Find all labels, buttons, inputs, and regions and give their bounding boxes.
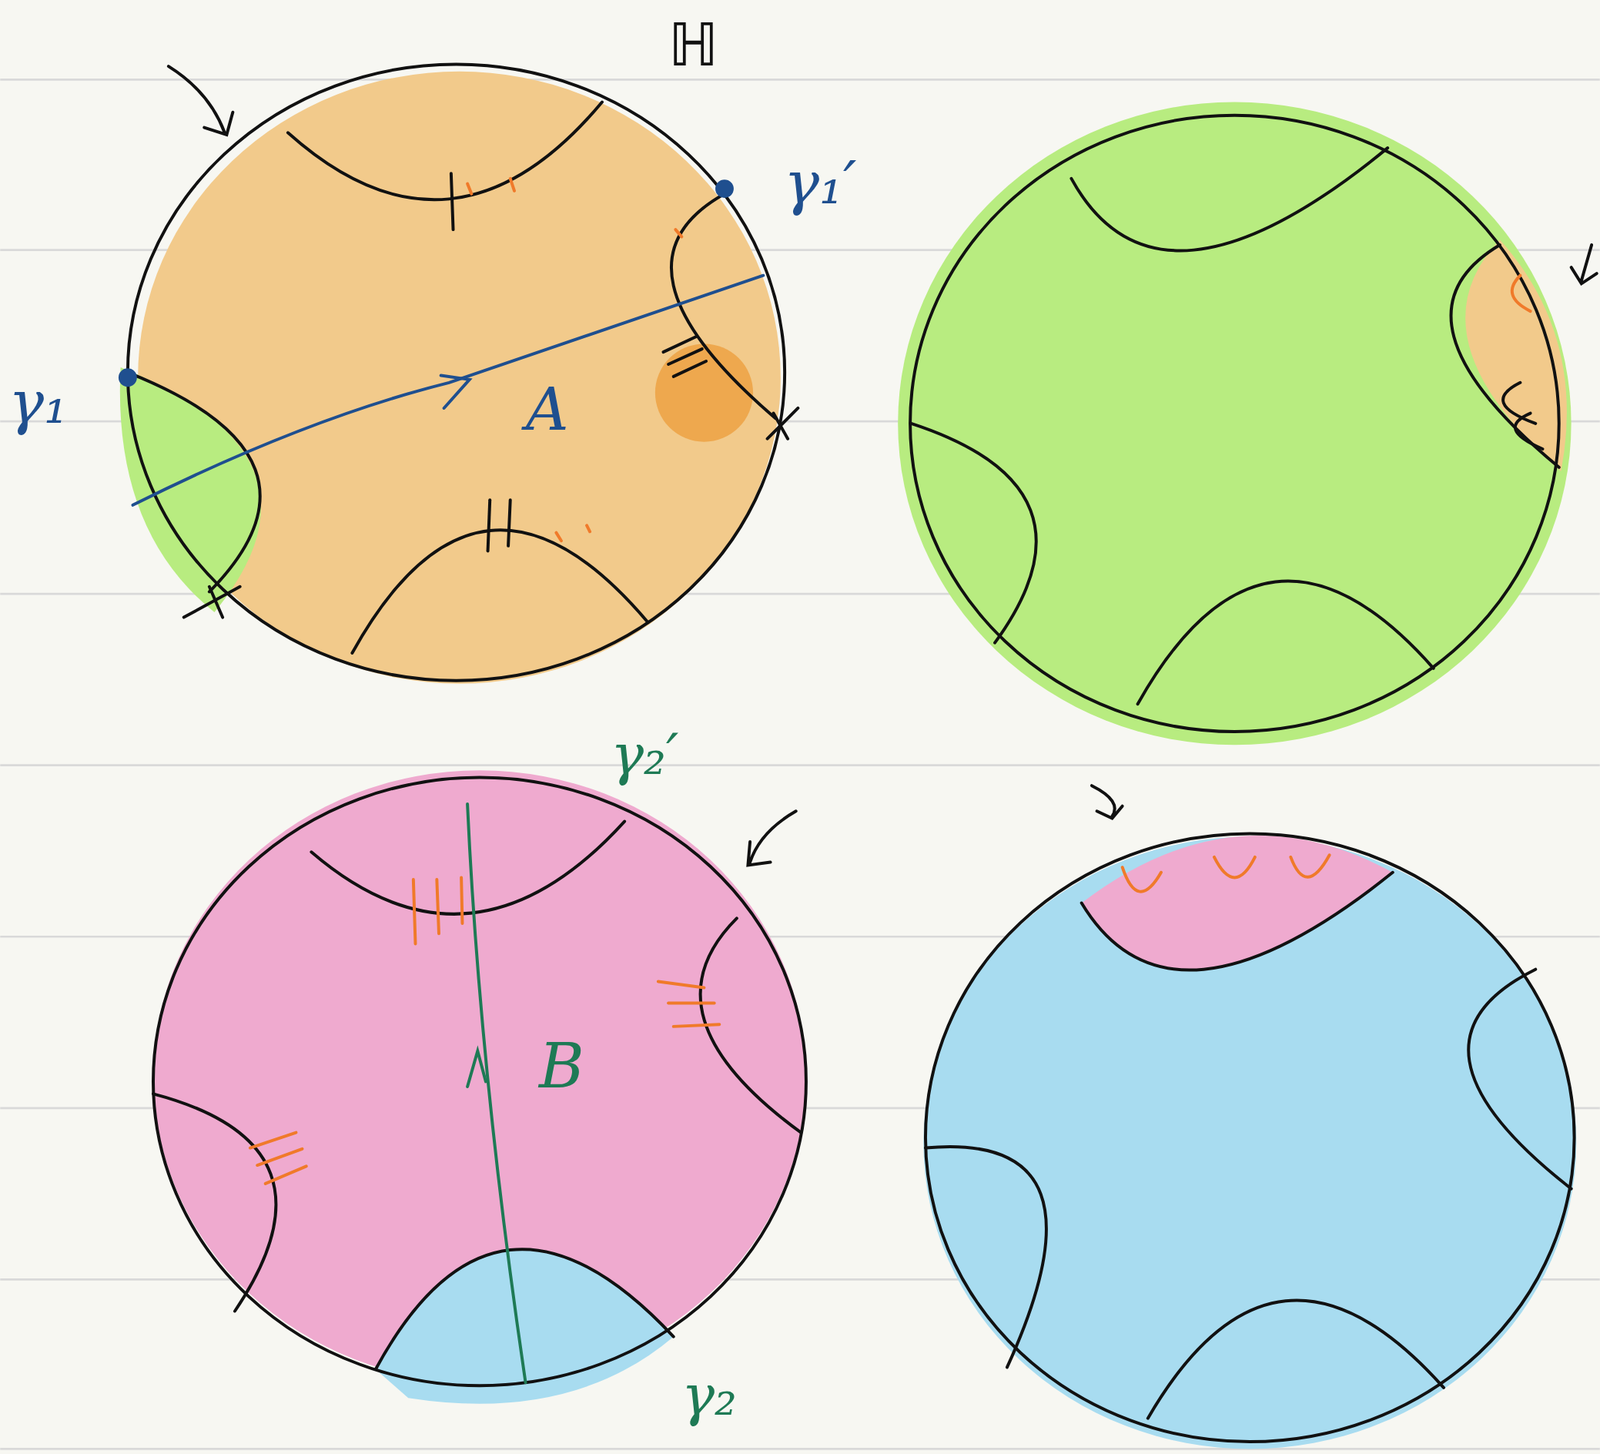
curve-label: γ₁′ xyxy=(783,153,857,213)
element-label: A xyxy=(525,379,570,439)
curve-label: γ₁ xyxy=(8,372,68,432)
element-label: B xyxy=(538,1035,585,1098)
curve-label: γ₂′ xyxy=(610,726,679,783)
space-symbol: ℍ xyxy=(668,15,719,75)
curve-label: γ₂ xyxy=(681,1367,737,1423)
